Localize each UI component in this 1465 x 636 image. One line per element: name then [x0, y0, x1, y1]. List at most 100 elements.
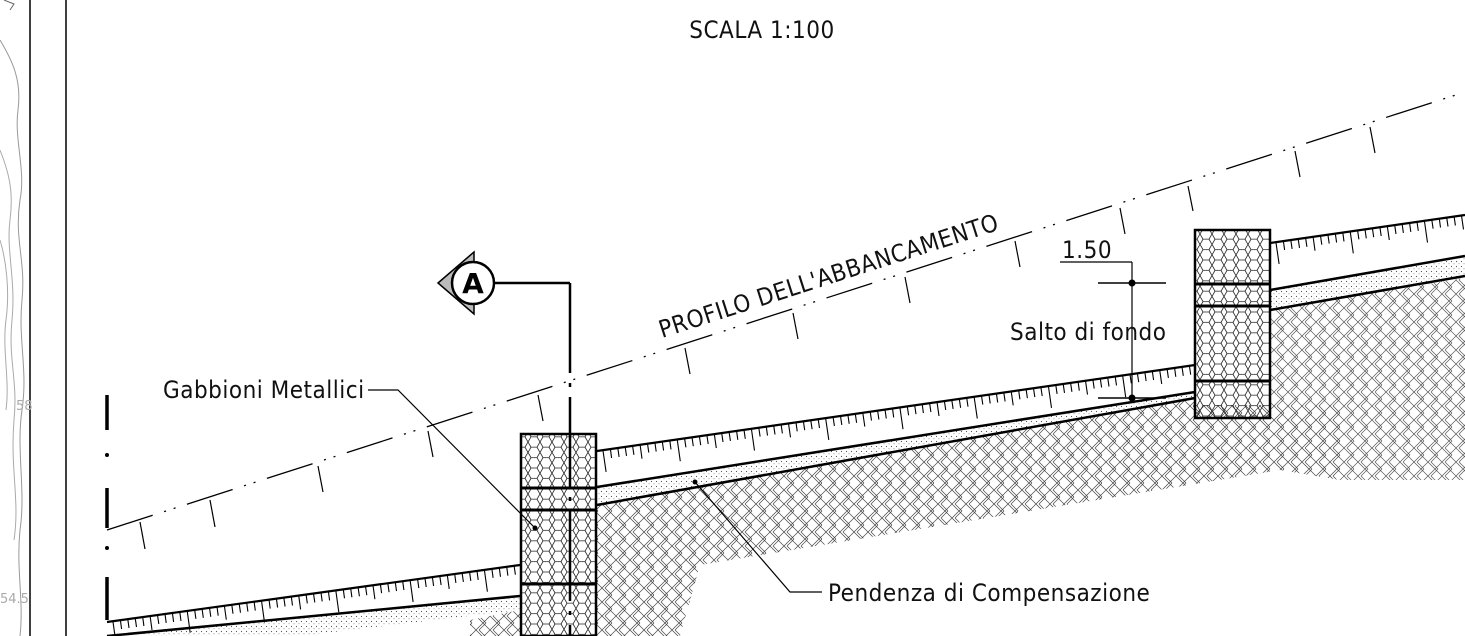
bed-tick [1114, 376, 1118, 386]
bed-tick [1077, 381, 1080, 391]
bed-tick [439, 576, 442, 586]
bed-tick [246, 602, 249, 612]
bed-tick [1409, 222, 1412, 232]
bed-tick [691, 437, 694, 447]
bed-tick [966, 397, 969, 407]
bed-tick [669, 440, 672, 450]
bed-tick [980, 395, 984, 405]
bed-tick [728, 431, 731, 441]
bed-tick [706, 435, 709, 445]
bed-tick [1386, 226, 1390, 241]
drop-value: 1.50 [1062, 236, 1112, 264]
bed-tick [1144, 372, 1147, 382]
bed-tick [431, 577, 435, 587]
bed-tick [862, 412, 866, 427]
bed-tick [1334, 233, 1338, 243]
bed-tick [847, 414, 850, 424]
bed-tick [142, 617, 145, 627]
bed-tick [795, 422, 798, 432]
bed-tick [446, 574, 450, 589]
bed-tick [1342, 232, 1345, 242]
bed-tick [1349, 231, 1354, 254]
bed-tick [721, 433, 724, 443]
bed-tick [290, 596, 294, 606]
bed-tick [1188, 365, 1192, 375]
bed-tick [476, 570, 479, 580]
section-marker-letter: A [462, 267, 484, 300]
bed-tick [260, 600, 266, 623]
bed-tick [1122, 375, 1127, 398]
bed-tick [1416, 221, 1419, 231]
bed-tick [943, 400, 947, 410]
slope-label: Pendenza di Compensazione [828, 579, 1150, 607]
bed-tick [817, 419, 821, 429]
bed-tick [1401, 223, 1404, 233]
bed-tick [958, 398, 962, 408]
bed-tick [1379, 227, 1382, 237]
bed-tick [1460, 215, 1465, 230]
bed-tick [1062, 383, 1066, 393]
gabion-block [519, 432, 598, 636]
bed-tick [253, 601, 256, 611]
bed-tick [469, 571, 472, 581]
bed-tick [1055, 384, 1058, 394]
bed-tick [839, 415, 843, 425]
bed-tick [654, 442, 657, 452]
bed-tick [1136, 373, 1140, 383]
bed-tick [1174, 367, 1177, 377]
bed-tick [750, 428, 756, 451]
bed-tick [364, 586, 368, 596]
bed-tick [1025, 389, 1028, 399]
bed-tick [936, 402, 940, 417]
bed-tick [127, 619, 130, 629]
bed-tick [929, 403, 932, 413]
bed-tick [498, 567, 502, 577]
bed-tick [1003, 392, 1006, 402]
bed-tick [1438, 218, 1442, 228]
bed-tick [357, 587, 360, 597]
bed-tick [899, 407, 904, 430]
bed-tick [186, 610, 191, 633]
bed-tick [1047, 386, 1053, 408]
bed-tick [825, 418, 830, 440]
gabions-label: Gabbioni Metallici [163, 376, 365, 404]
bed-tick [238, 603, 242, 613]
bed-tick [1151, 371, 1155, 381]
bed-tick [327, 591, 331, 601]
bed-tick [149, 616, 153, 630]
bed-tick [773, 425, 776, 435]
bed-tick [342, 589, 346, 599]
bed-tick [1357, 230, 1360, 240]
bed-tick [513, 565, 516, 575]
bed-tick [483, 569, 488, 592]
bed-tick [1282, 241, 1286, 251]
riverbed-ticks [112, 215, 1465, 636]
bed-tick [758, 427, 761, 437]
bed-tick [454, 573, 457, 583]
section-cut-marker [436, 250, 572, 636]
compensation-slope-layer [106, 254, 1465, 636]
bed-tick [372, 585, 376, 600]
bed-tick [1018, 390, 1021, 400]
bed-tick [1099, 378, 1103, 388]
bed-tick [1446, 217, 1449, 227]
bed-tick [743, 429, 746, 439]
bed-tick [1070, 382, 1073, 392]
bed-tick [1159, 370, 1163, 384]
bed-tick [305, 594, 308, 604]
bed-tick [624, 446, 628, 456]
bed-tick [1312, 236, 1316, 251]
bed-tick [1297, 238, 1301, 248]
bed-tick [1010, 391, 1014, 406]
bed-tick [164, 613, 167, 623]
bed-tick [179, 611, 182, 621]
margin-number: 54.5 [0, 592, 29, 607]
bed-tick [765, 426, 769, 436]
bed-tick [268, 599, 271, 609]
bed-tick [1327, 234, 1330, 244]
bed-tick [921, 404, 924, 414]
bed-tick [810, 420, 813, 430]
bed-tick [320, 592, 323, 602]
bed-tick [1423, 220, 1429, 243]
ground-hatch [470, 278, 1465, 636]
